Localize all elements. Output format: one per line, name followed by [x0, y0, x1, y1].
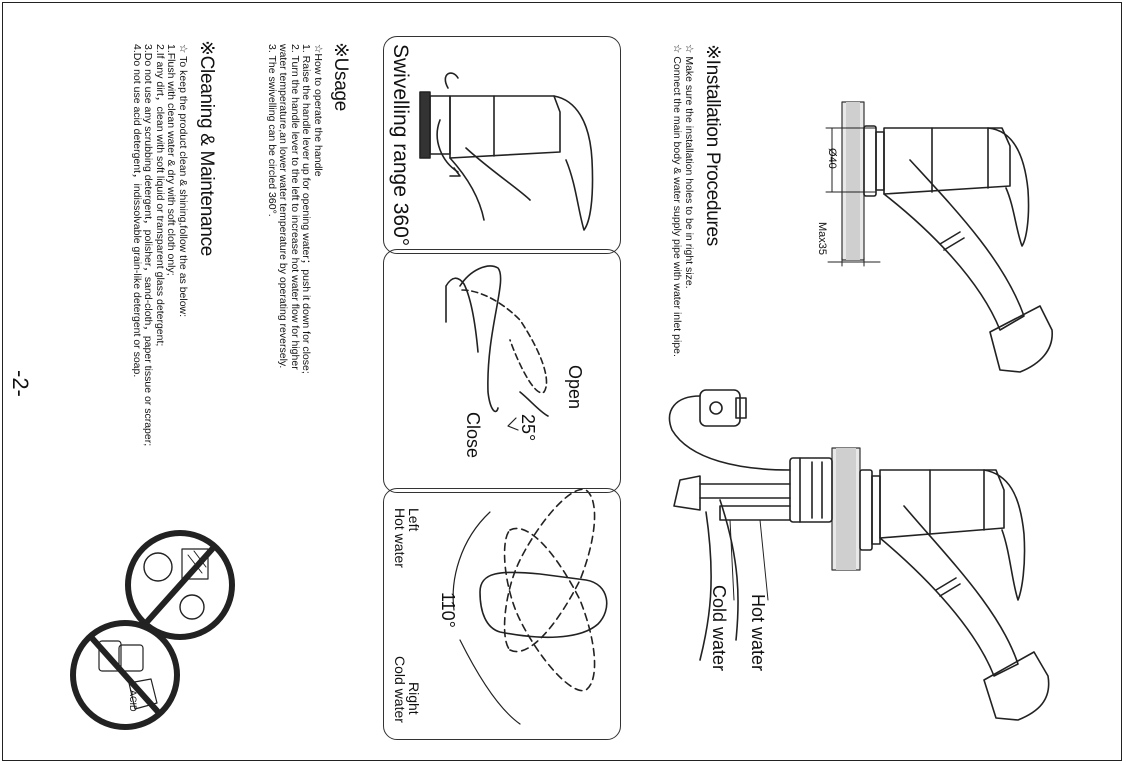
cleaning-line-2: 1.Flush with clean water & dry with soft… — [165, 44, 178, 276]
panel-swivel — [383, 36, 621, 254]
acid-label: ACID — [128, 690, 138, 712]
faucet-bottom-illustration — [668, 389, 1050, 721]
installation-text: ☆ Make sure the installation holes to be… — [671, 44, 696, 357]
installation-line-2: ☆ Connect the main body & water supply p… — [671, 44, 684, 357]
right-text: Right — [406, 682, 422, 715]
cold-water-label: Cold water — [709, 585, 729, 672]
left-text: Left — [406, 508, 422, 532]
cleaning-heading: ※Cleaning & Maintenance — [196, 40, 217, 257]
usage-line-1: ☆How to operate the handle — [312, 44, 324, 177]
dim-max-label: Max35 — [816, 222, 828, 256]
cleaning-line-3: 2.If any dirt，clean with soft liquid or … — [154, 44, 166, 347]
right-label: Right Cold water — [392, 656, 422, 723]
left-subtext: Hot water — [392, 508, 408, 568]
installation-heading: ※Installation Procedures — [702, 44, 723, 246]
installation-line-1: ☆ Make sure the installation holes to be… — [683, 44, 695, 289]
cleaning-line-4: 3.Do not use any scrubbing detergent，pol… — [142, 44, 155, 447]
usage-line-3: 2. Turn the handle lever to the left to … — [289, 44, 301, 370]
hot-water-label: Hot water — [748, 594, 768, 672]
swivel-label: Swivelling range 360° — [389, 44, 412, 247]
open-label: Open — [565, 365, 585, 410]
angle-25-label: 25° — [518, 414, 538, 442]
panel-open-close — [383, 249, 621, 493]
page-number: -2- — [8, 370, 33, 397]
right-subtext: Cold water — [392, 656, 408, 723]
usage-line-5: 3. The swivelling can be circled 360°. — [266, 44, 278, 217]
usage-line-4: water temperature,an lower water tempera… — [277, 44, 290, 369]
cleaning-text: ☆ To keep the product clean & shining,fo… — [131, 44, 189, 446]
no-acid-icon — [70, 620, 180, 730]
left-label: Left Hot water — [392, 508, 422, 568]
cleaning-line-1: ☆ To keep the product clean & shining,fo… — [177, 44, 189, 318]
rotation-drawing — [452, 488, 608, 725]
usage-text: ☆How to operate the handle 1. Raise the … — [266, 44, 324, 374]
usage-heading: ※Usage — [330, 42, 351, 112]
panel-rotation — [383, 488, 621, 740]
faucet-top-illustration — [825, 101, 1053, 373]
no-scrub-icon — [125, 530, 235, 640]
open-close-drawing — [445, 265, 549, 431]
usage-line-2: 1. Raise the handle lever up for opening… — [300, 44, 313, 374]
cleaning-line-5: 4.Do not use acid detergent，indissolvabl… — [131, 44, 143, 378]
close-label: Close — [463, 412, 483, 459]
swivel-faucet-drawing — [419, 72, 594, 231]
angle-110-label: 110° — [438, 592, 458, 628]
dim-diameter-label: Ø40 — [826, 148, 838, 169]
